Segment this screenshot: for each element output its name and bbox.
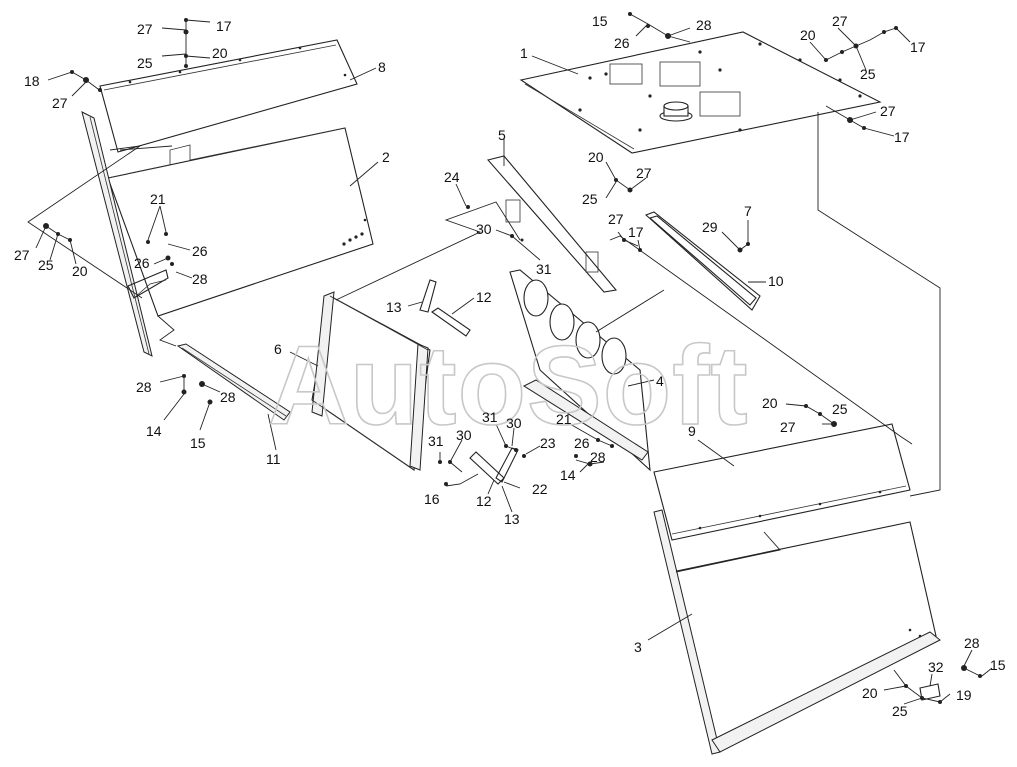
callout-28: 28 xyxy=(192,271,208,287)
callout-30: 30 xyxy=(456,427,472,443)
callout-23: 23 xyxy=(540,435,556,451)
part-1-roof-plate xyxy=(519,31,882,154)
callout-17: 17 xyxy=(894,129,910,145)
callout-3: 3 xyxy=(634,639,642,655)
callout-13: 13 xyxy=(504,511,520,527)
part-6-front-frame xyxy=(311,291,431,471)
callout-25: 25 xyxy=(860,66,876,82)
callout-26: 26 xyxy=(574,435,590,451)
callout-27: 27 xyxy=(832,13,848,29)
callout-8: 8 xyxy=(378,59,386,75)
callout-31: 31 xyxy=(482,409,498,425)
callout-27: 27 xyxy=(880,103,896,119)
callout-15: 15 xyxy=(592,13,608,29)
callout-28: 28 xyxy=(136,379,152,395)
callout-2: 2 xyxy=(382,149,390,165)
autosoft-watermark: AutoSoft xyxy=(268,323,749,448)
callout-15: 15 xyxy=(190,435,206,451)
callout-15: 15 xyxy=(990,657,1006,673)
callout-9: 9 xyxy=(688,423,696,439)
callout-20: 20 xyxy=(862,685,878,701)
callout-31: 31 xyxy=(428,433,444,449)
part-10-inspection-cover xyxy=(644,211,761,311)
callout-5: 5 xyxy=(498,127,506,143)
callout-25: 25 xyxy=(38,257,54,273)
callout-27: 27 xyxy=(608,211,624,227)
callout-24: 24 xyxy=(444,169,460,185)
callout-18: 18 xyxy=(24,73,40,89)
callout-10: 10 xyxy=(768,273,784,289)
callout-12: 12 xyxy=(476,493,492,509)
callout-20: 20 xyxy=(762,395,778,411)
part-9-lower-right-panel xyxy=(653,423,911,541)
callout-17: 17 xyxy=(216,18,232,34)
callout-26: 26 xyxy=(192,243,208,259)
callout-29: 29 xyxy=(702,219,718,235)
callout-25: 25 xyxy=(832,401,848,417)
callout-31: 31 xyxy=(536,261,552,277)
callout-28: 28 xyxy=(220,389,236,405)
callout-27: 27 xyxy=(636,165,652,181)
part-5-divider-plate xyxy=(486,155,618,293)
callout-27: 27 xyxy=(137,21,153,37)
callout-14: 14 xyxy=(146,423,162,439)
part-3-large-side-panel xyxy=(653,509,941,755)
callout-13: 13 xyxy=(386,299,402,315)
callout-25: 25 xyxy=(892,703,908,719)
callout-14: 14 xyxy=(560,467,576,483)
callout-21: 21 xyxy=(150,191,166,207)
callout-27: 27 xyxy=(14,247,30,263)
callout-4: 4 xyxy=(656,373,664,389)
callout-17: 17 xyxy=(910,39,926,55)
part-11-bottom-rail xyxy=(176,343,291,421)
callout-7: 7 xyxy=(744,203,752,219)
callout-6: 6 xyxy=(274,341,282,357)
callout-30: 30 xyxy=(476,221,492,237)
part-12-13-brackets-lower xyxy=(469,447,519,485)
callout-1: 1 xyxy=(520,45,528,61)
fastener-leaders xyxy=(35,12,993,705)
callout-16: 16 xyxy=(424,491,440,507)
callout-27: 27 xyxy=(52,95,68,111)
callout-20: 20 xyxy=(800,27,816,43)
callout-30: 30 xyxy=(506,415,522,431)
part-2-left-side-panel xyxy=(107,127,374,317)
part-21-bracket-left xyxy=(127,269,169,299)
callout-25: 25 xyxy=(582,191,598,207)
callout-11: 11 xyxy=(266,451,281,467)
callout-17: 17 xyxy=(628,224,644,240)
callout-26: 26 xyxy=(134,255,150,271)
callout-26: 26 xyxy=(614,35,630,51)
callout-28: 28 xyxy=(696,17,712,33)
assembly-guide-lines xyxy=(27,112,941,573)
part-32-small-plate xyxy=(919,683,941,701)
callout-27: 27 xyxy=(780,419,796,435)
callout-21: 21 xyxy=(556,411,572,427)
callout-20: 20 xyxy=(588,149,604,165)
callout-12: 12 xyxy=(476,289,492,305)
part-4-panel-with-openings xyxy=(509,269,651,472)
callout-22: 22 xyxy=(532,481,548,497)
callout-28: 28 xyxy=(964,635,980,651)
callout-20: 20 xyxy=(212,45,228,61)
callout-25: 25 xyxy=(137,55,153,71)
part-8-upper-side-panel xyxy=(99,39,358,153)
part-12-13-brackets-upper xyxy=(419,279,471,337)
callout-labels: 27 17 25 20 18 27 8 2 27 25 20 21 26 26 … xyxy=(14,13,1006,719)
callout-28: 28 xyxy=(590,449,606,465)
callout-19: 19 xyxy=(956,687,972,703)
callout-32: 32 xyxy=(928,659,944,675)
callout-20: 20 xyxy=(72,263,88,279)
